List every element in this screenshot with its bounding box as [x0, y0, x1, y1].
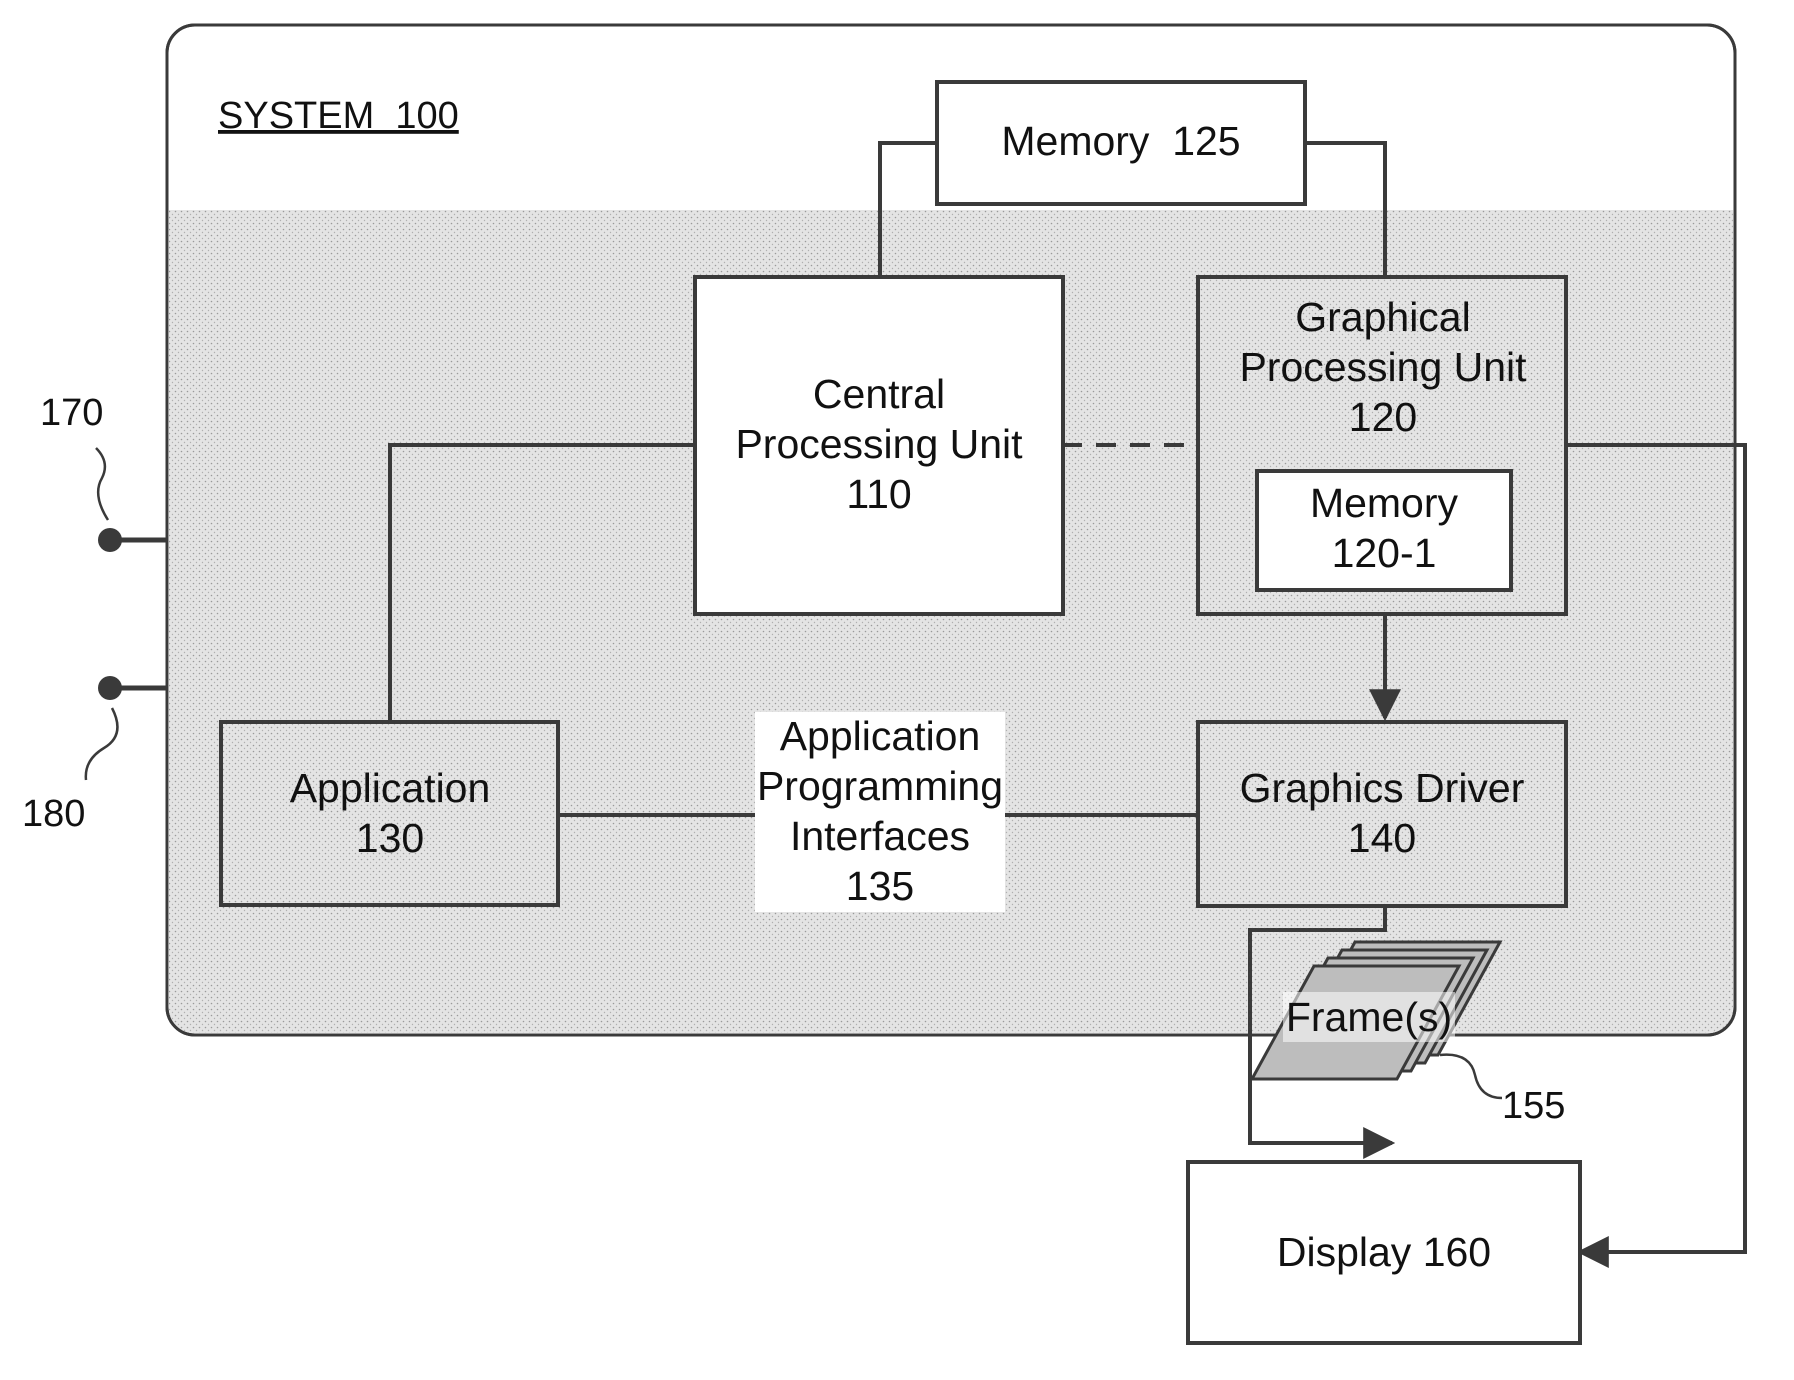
- port-180-leader-line: [86, 708, 118, 780]
- system-label: SYSTEM 100: [218, 95, 459, 137]
- port-180: 180: [22, 676, 168, 835]
- cpu-label-line2: Processing Unit: [735, 421, 1023, 467]
- cpu-label-line3: 110: [846, 471, 911, 517]
- port-170-leader-line: [96, 448, 108, 520]
- gpu-label-line2: Processing Unit: [1239, 344, 1527, 390]
- port-170-ref: 170: [40, 392, 103, 434]
- api-label-line3: Interfaces: [790, 813, 970, 859]
- application-label-line2: 130: [356, 815, 424, 861]
- api-label-line4: 135: [846, 863, 914, 909]
- graphics-driver-label-line2: 140: [1348, 815, 1416, 861]
- gpu-label-line1: Graphical: [1295, 294, 1470, 340]
- gpu-memory-label-line1: Memory: [1310, 480, 1459, 526]
- api-label-line1: Application: [780, 713, 981, 759]
- application-label-line1: Application: [290, 765, 491, 811]
- port-170: 170: [40, 392, 168, 552]
- api-label-line2: Programming: [757, 763, 1003, 809]
- frames-label: Frame(s): [1286, 994, 1452, 1040]
- frames-ref: 155: [1502, 1085, 1565, 1127]
- gpu-memory-label-line2: 120-1: [1332, 530, 1437, 576]
- graphics-driver-label-line1: Graphics Driver: [1240, 765, 1525, 811]
- display-label: Display 160: [1277, 1229, 1491, 1275]
- cpu-label-line1: Central: [813, 371, 945, 417]
- gpu-label-line3: 120: [1349, 394, 1417, 440]
- port-180-ref: 180: [22, 793, 85, 835]
- memory-125-label: Memory 125: [1001, 118, 1240, 164]
- frames-leader-line: [1440, 1055, 1502, 1098]
